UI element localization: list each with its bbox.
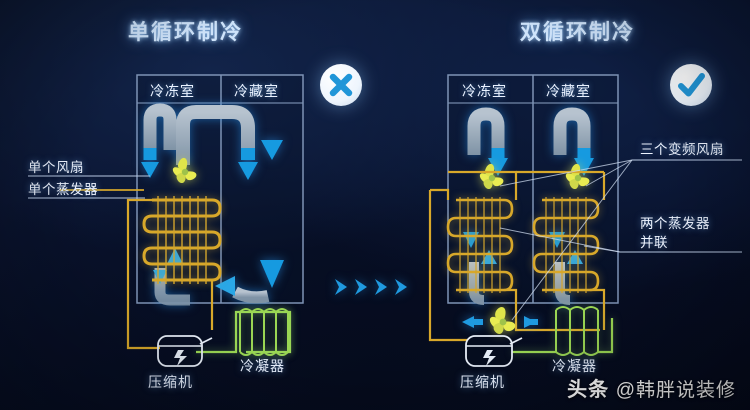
lightning-bolt-icon: [483, 350, 496, 366]
watermark-brand: 头条: [567, 379, 610, 401]
right-room-label-fridge: 冷藏室: [546, 83, 591, 99]
watermark: 头条 @韩胖说装修: [567, 373, 736, 402]
right-fan-machine-room: [489, 306, 516, 334]
watermark-handle: @韩胖说装修: [615, 380, 736, 401]
annotation-three-inverter-fans: 三个变频风扇: [640, 142, 724, 157]
annotation-two-evaporators-parallel: 两个蒸发器 并联: [640, 216, 710, 250]
right-room-label-freezer: 冷冻室: [462, 83, 507, 99]
right-label-compressor: 压缩机: [460, 374, 505, 390]
